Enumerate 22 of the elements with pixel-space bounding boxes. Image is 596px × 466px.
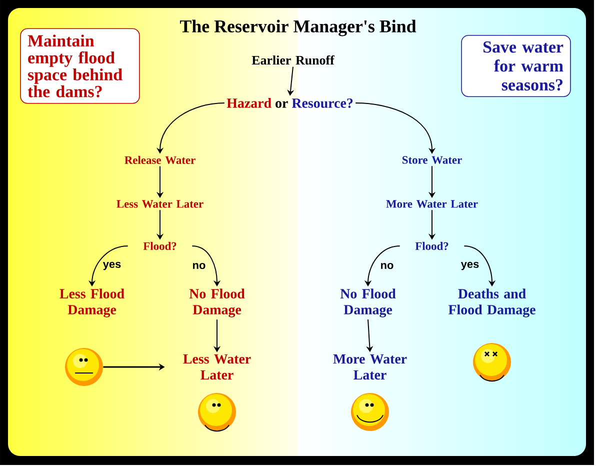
edge-label: no — [381, 262, 394, 269]
outcome-text: Earlier Runoff — [252, 55, 334, 65]
outcome-text: Less Water Later — [116, 200, 204, 208]
outcome-text: Flood? — [415, 242, 448, 250]
outcome-text: Less Water Later — [183, 354, 251, 380]
outcome-text: Less Flood Damage — [60, 288, 124, 318]
neutral-face-icon — [65, 348, 103, 386]
edge-label: yes — [460, 262, 479, 270]
question-box: Save water for warm seasons? — [461, 34, 571, 98]
outcome-text: Store Water — [402, 156, 462, 164]
edge-label: no — [193, 262, 206, 269]
outcome-text: Release Water — [124, 156, 196, 164]
decision-text: Hazard or Resource? — [226, 98, 353, 108]
outcome-text: More Water Later — [386, 200, 478, 208]
question-box: Maintain empty flood space behind the dams? — [20, 28, 140, 104]
outcome-text: No Flood Damage — [340, 288, 396, 318]
outcome-text: More Water Later — [333, 354, 407, 380]
outcome-text: Flood? — [143, 242, 176, 250]
edge-label: yes — [102, 262, 121, 270]
outcome-text: No Flood Damage — [189, 288, 245, 318]
outcome-text: Deaths and Flood Damage — [448, 288, 536, 318]
title: The Reservoir Manager's Bind — [180, 20, 416, 36]
